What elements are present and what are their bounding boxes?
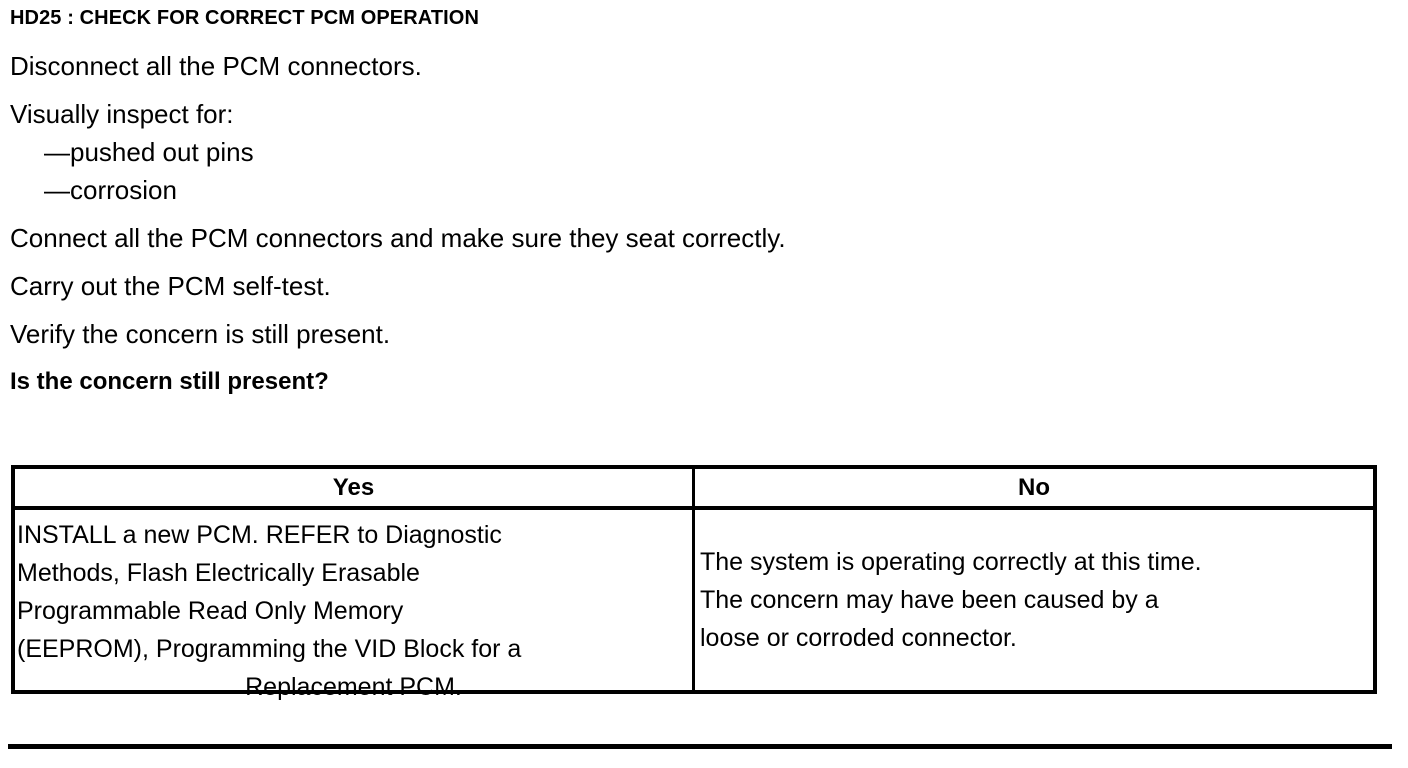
- table-header-cell-yes: Yes: [15, 469, 692, 506]
- table-row: INSTALL a new PCM. REFER to Diagnostic M…: [15, 510, 1373, 701]
- instruction-line: Visually inspect for:: [10, 99, 234, 129]
- footer-divider-rule: [8, 744, 1392, 749]
- instruction-bullet: —pushed out pins: [44, 137, 254, 167]
- decision-table: Yes No INSTALL a new PCM. REFER to Diagn…: [11, 465, 1377, 701]
- no-action-line: The system is operating correctly at thi…: [700, 548, 1202, 576]
- no-action-line: loose or corroded connector.: [700, 624, 1017, 652]
- decision-question: Is the concern still present?: [10, 368, 329, 395]
- yes-action-line: Replacement PCM.: [245, 673, 462, 701]
- no-action-line: The concern may have been caused by a: [700, 586, 1159, 614]
- instruction-line: Disconnect all the PCM connectors.: [10, 51, 422, 81]
- instruction-line: Connect all the PCM connectors and make …: [10, 223, 786, 253]
- yes-action-line: Programmable Read Only Memory: [17, 597, 404, 625]
- instruction-line: Carry out the PCM self-test.: [10, 271, 331, 301]
- table-cell-yes: INSTALL a new PCM. REFER to Diagnostic M…: [15, 510, 692, 701]
- yes-action-text: INSTALL a new PCM. REFER to Diagnostic M…: [17, 516, 737, 706]
- instruction-bullet: —corrosion: [44, 175, 177, 205]
- table-header-row: Yes No: [15, 469, 1373, 510]
- column-header-label-no: No: [1018, 473, 1050, 501]
- yes-action-line: INSTALL a new PCM. REFER to Diagnostic: [17, 521, 502, 549]
- column-header-label-yes: Yes: [332, 473, 375, 501]
- no-action-text: The system is operating correctly at thi…: [700, 510, 1390, 690]
- instruction-list: Disconnect all the PCM connectors. Visua…: [10, 52, 1390, 396]
- step-title: HD25 : CHECK FOR CORRECT PCM OPERATION: [10, 7, 480, 29]
- yes-action-line: (EEPROM), Programming the VID Block for …: [17, 635, 522, 663]
- yes-action-line: Methods, Flash Electrically Erasable: [17, 559, 420, 587]
- table-header-cell-no: No: [692, 469, 1373, 506]
- table-cell-no: The system is operating correctly at thi…: [692, 510, 1373, 690]
- instruction-line: Verify the concern is still present.: [10, 319, 391, 349]
